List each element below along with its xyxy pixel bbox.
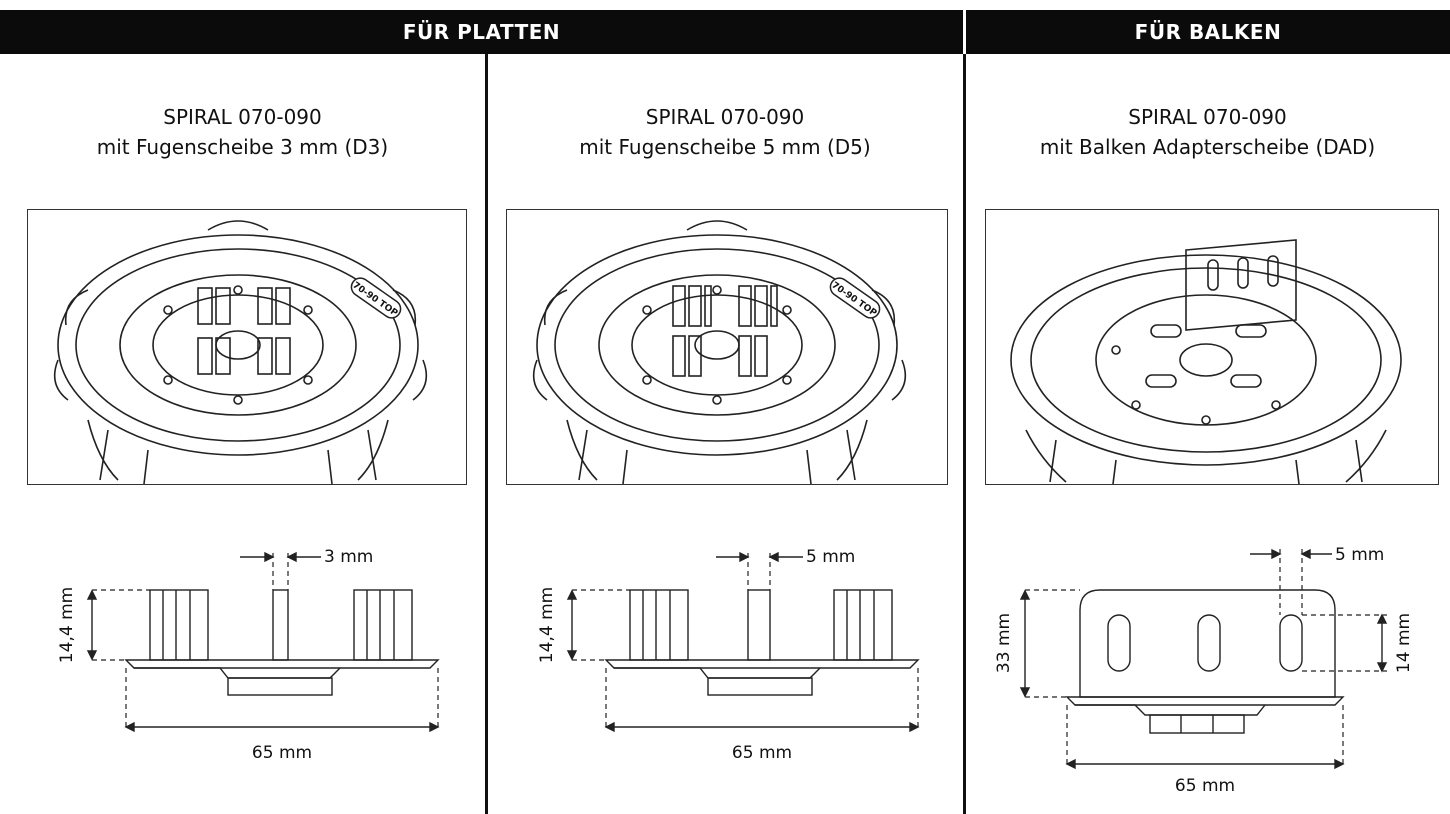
pedestal-illustration-d5: 70-90 TOP [506,209,948,485]
column-divider-2 [963,54,966,814]
product-name: SPIRAL 070-090 [645,105,805,129]
column-title-d3: SPIRAL 070-090 mit Fugenscheibe 3 mm (D3… [20,102,465,162]
gap-label: 5 mm [1335,545,1384,565]
height-label: 33 mm [995,613,1014,673]
height-label: 14,4 mm [57,587,77,663]
dimension-diagram-d3: 3 mm 14,4 mm 65 mm [57,547,440,763]
header-beams: FÜR BALKEN [966,10,1450,54]
width-label: 65 mm [252,743,312,763]
product-name: SPIRAL 070-090 [163,105,322,129]
gap-label: 5 mm [806,547,855,567]
pedestal-d5-drawing: 70-90 TOP [532,220,907,484]
column-divider-1 [485,54,488,814]
dimension-diagram-dad: 5 mm 33 mm 14 mm 65 mm [995,545,1414,796]
side-label: 14 mm [1394,613,1414,673]
gap-label: 3 mm [324,547,373,567]
product-variant: mit Fugenscheibe 3 mm (D3) [96,135,389,159]
column-title-dad: SPIRAL 070-090 mit Balken Adapterscheibe… [975,102,1440,162]
width-label: 65 mm [732,743,792,763]
width-label: 65 mm [1175,776,1235,796]
height-label: 14,4 mm [537,587,557,663]
product-variant: mit Fugenscheibe 5 mm (D5) [579,135,871,159]
column-title-d5: SPIRAL 070-090 mit Fugenscheibe 5 mm (D5… [500,102,950,162]
pedestal-illustration-dad [985,209,1439,485]
header-plates: FÜR PLATTEN [0,10,963,54]
product-name: SPIRAL 070-090 [1128,105,1287,129]
pedestal-d3-drawing: 70-90 TOP [53,220,428,484]
dimension-diagram-d5: 5 mm 14,4 mm 65 mm [537,547,920,763]
pedestal-illustration-d3: 70-90 TOP [27,209,467,485]
product-variant: mit Balken Adapterscheibe (DAD) [1039,135,1376,159]
pedestal-dad-drawing [1010,239,1402,484]
